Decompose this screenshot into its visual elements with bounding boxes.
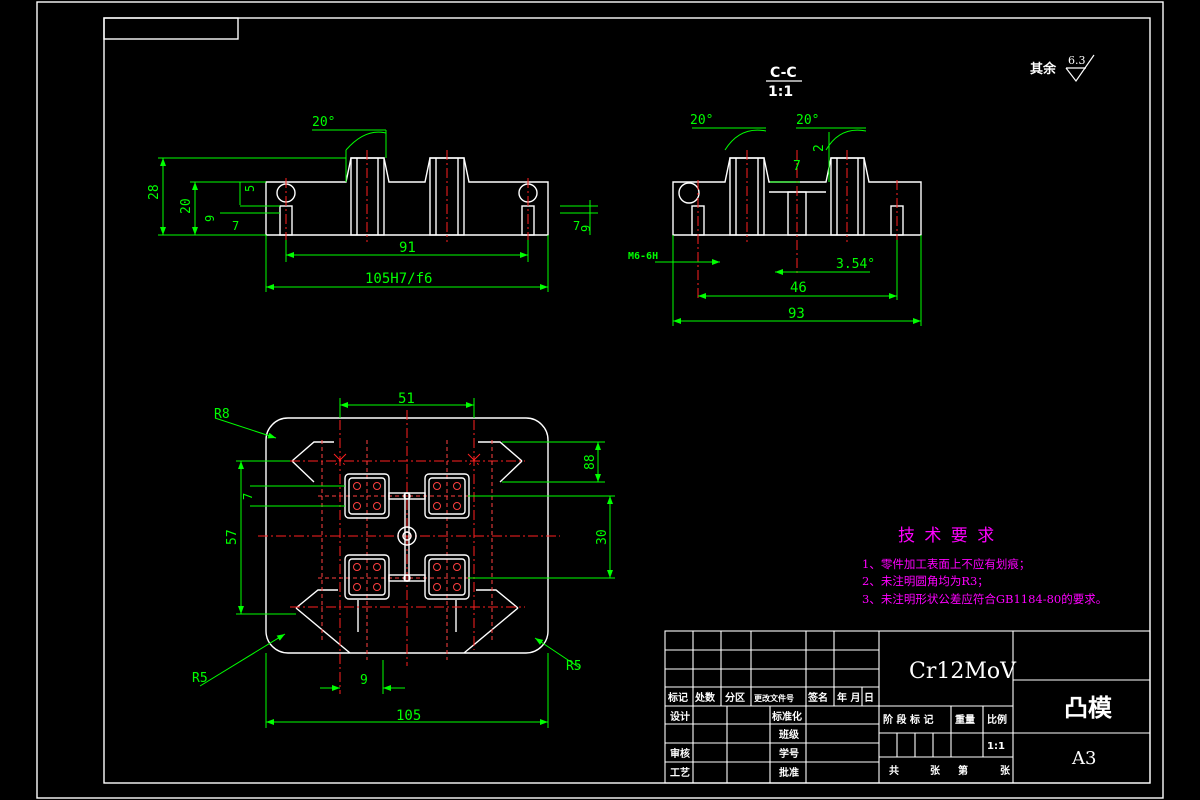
code-box <box>103 17 239 40</box>
top-w9: 9 <box>360 673 368 688</box>
tb-nth: 第 <box>958 764 968 777</box>
front-h28: 28 <box>147 184 162 200</box>
surface-label: 其余 <box>1030 61 1057 77</box>
top-view <box>199 398 615 728</box>
tb-design: 设计 <box>670 710 690 723</box>
front-w105: 105H7/f6 <box>365 271 432 287</box>
tb-student-id: 学号 <box>779 747 799 760</box>
front-h7: 7 <box>232 219 239 233</box>
top-w105: 105 <box>396 708 421 724</box>
tb-review: 审核 <box>670 747 690 760</box>
tb-total: 共 <box>889 764 899 777</box>
tb-sheet2: 张 <box>1000 764 1011 777</box>
section-view <box>655 127 922 326</box>
front-h9: 9 <box>203 215 217 222</box>
roughness-icon <box>1065 54 1095 83</box>
front-h7r: 7 <box>573 219 580 233</box>
inner-frame <box>103 17 1151 784</box>
section-scale: 1:1 <box>768 84 793 100</box>
tb-sheets: 张 <box>930 764 941 777</box>
top-h30: 30 <box>595 529 610 545</box>
tb-weight: 重量 <box>955 713 975 726</box>
tb-process: 工艺 <box>670 766 690 779</box>
section-d7: 7 <box>793 159 801 174</box>
front-h20: 20 <box>179 198 194 214</box>
sheet-size: A3 <box>1071 748 1096 769</box>
part-name: 凸模 <box>1064 694 1113 722</box>
top-h7: 7 <box>241 493 255 500</box>
surface-value: 6.3 <box>1068 54 1086 67</box>
top-r5-left: R5 <box>192 671 208 686</box>
tb-count: 处数 <box>694 691 716 704</box>
section-w46: 46 <box>790 280 807 296</box>
tb-zone: 分区 <box>725 691 745 704</box>
front-w91: 91 <box>399 240 416 256</box>
tb-change-doc: 更改文件号 <box>754 693 794 703</box>
title-block <box>664 630 1151 784</box>
tech-req-item-2: 2、未注明圆角均为R3； <box>862 574 989 588</box>
section-d2: 2 <box>812 144 827 152</box>
tb-class: 班级 <box>779 728 800 741</box>
section-d354: 3.54° <box>836 257 875 272</box>
top-h57: 57 <box>225 529 240 545</box>
front-angle: 20° <box>312 115 335 130</box>
top-r5-right: R5 <box>566 659 582 674</box>
tb-standard: 标准化 <box>771 710 802 723</box>
tb-mark: 标记 <box>667 691 688 704</box>
top-w51: 51 <box>398 391 415 407</box>
section-angle-left: 20° <box>690 113 713 128</box>
tb-date: 年 月 日 <box>837 691 874 704</box>
tb-approve: 批准 <box>779 766 799 779</box>
tech-req-item-1: 1、零件加工表面上不应有划痕； <box>862 557 1030 571</box>
section-thread: M6-6H <box>628 251 658 262</box>
top-h88: 88 <box>583 454 598 470</box>
front-h5: 5 <box>243 185 257 192</box>
outer-frame <box>36 1 1164 799</box>
section-angle-right: 20° <box>796 113 819 128</box>
material: Cr12MoV <box>909 659 1017 684</box>
tech-req-title: 技 术 要 求 <box>898 526 996 546</box>
front-h9r: 9 <box>579 225 593 232</box>
front-view <box>158 129 598 292</box>
section-w93: 93 <box>788 306 805 322</box>
tb-ratio-value: 1:1 <box>987 741 1005 752</box>
tech-req-item-3: 3、未注明形状公差应符合GB1184-80的要求。 <box>862 592 1107 606</box>
tb-stage: 阶 段 标 记 <box>883 713 933 726</box>
top-r8: R8 <box>214 407 230 422</box>
tb-sign: 签名 <box>807 691 828 704</box>
tb-ratio: 比例 <box>987 713 1007 726</box>
section-label: C-C <box>770 65 797 81</box>
